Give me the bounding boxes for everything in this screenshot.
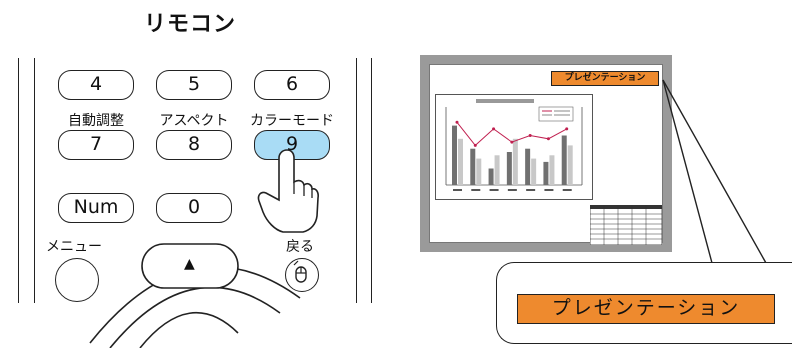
chart-bar [567, 145, 573, 185]
chart-tick-label [507, 189, 517, 191]
remote-right-edge [371, 58, 372, 303]
slide [435, 94, 593, 200]
key-5[interactable]: 5 [156, 70, 232, 100]
chart-point [510, 140, 514, 144]
label-aspect: アスペクト [159, 113, 229, 129]
chart-bar [506, 152, 512, 185]
chart-tick-label [471, 189, 481, 191]
page-title: リモコン [143, 12, 236, 37]
chart-point [546, 137, 550, 141]
chart-tick-label [489, 189, 499, 191]
chart-bar [494, 155, 500, 185]
label-auto-adjust: 自動調整 [68, 113, 124, 129]
up-arrow-icon: ▲ [184, 256, 195, 272]
chart-bar [452, 125, 457, 185]
remote-left-edge [18, 58, 19, 303]
chart-point [565, 127, 569, 131]
chart-point [528, 134, 532, 137]
chart-bar [531, 158, 537, 185]
slide-title-bar [476, 99, 534, 103]
back-button[interactable] [285, 258, 319, 292]
chart-bar [470, 148, 476, 185]
chart-point [455, 120, 459, 124]
pointing-hand-icon [257, 149, 319, 233]
label-menu: メニュー [46, 239, 102, 255]
chart-bar [488, 168, 494, 185]
chart-bar [458, 138, 463, 185]
key-4[interactable]: 4 [58, 70, 134, 100]
chart-tick-label [526, 189, 536, 191]
screen-content: プレゼンテーション [429, 64, 663, 245]
key-num[interactable]: Num [58, 193, 134, 223]
chart-bar [549, 155, 555, 185]
mode-badge-large: プレゼンテーション [517, 294, 775, 324]
slide-chart [445, 106, 583, 191]
menu-button[interactable] [55, 258, 99, 302]
key-7[interactable]: 7 [58, 130, 134, 160]
chart-bar [476, 158, 482, 185]
chart-tick-label [453, 189, 462, 191]
remote-left-edge-inner [34, 58, 35, 303]
mouse-icon [293, 260, 308, 284]
label-back: 戻る [286, 239, 314, 255]
chart-bar [543, 161, 549, 185]
key-0[interactable]: 0 [156, 193, 232, 223]
chart-point [492, 127, 496, 131]
projector-screen: プレゼンテーション [420, 55, 672, 252]
chart-point [473, 143, 477, 147]
chart-tick-label [544, 189, 554, 191]
chart-bar [525, 148, 531, 185]
direction-pad[interactable] [80, 228, 320, 348]
key-8[interactable]: 8 [156, 130, 232, 160]
key-6[interactable]: 6 [254, 70, 330, 100]
slide-table [590, 205, 662, 245]
callout-box: プレゼンテーション [496, 262, 792, 344]
chart-bar [561, 135, 567, 185]
mode-badge-small: プレゼンテーション [551, 71, 659, 86]
chart-tick-label [562, 189, 572, 191]
remote-right-edge-inner [356, 58, 357, 303]
label-color-mode: カラーモード [250, 113, 334, 129]
chart-bar [512, 138, 518, 185]
